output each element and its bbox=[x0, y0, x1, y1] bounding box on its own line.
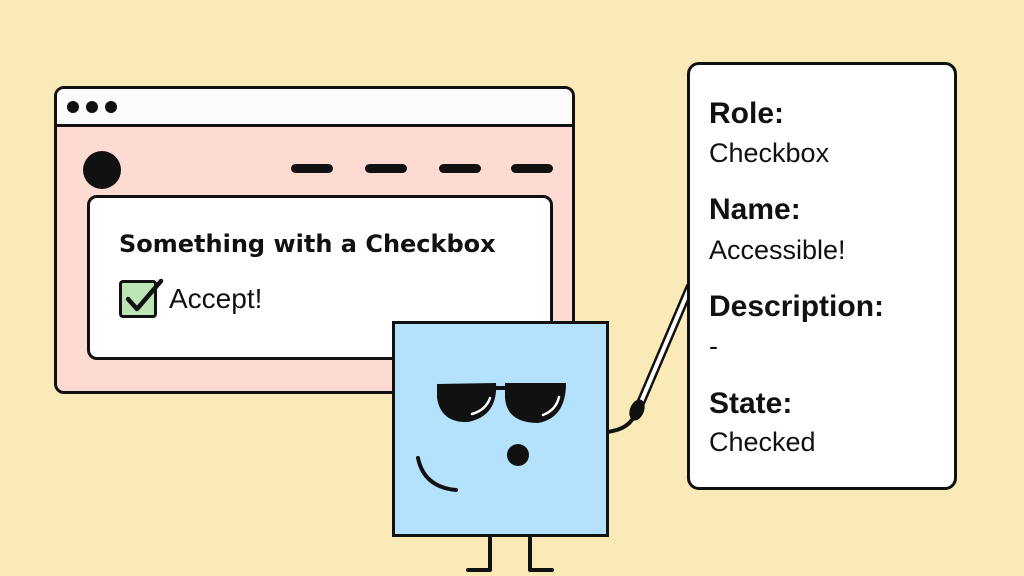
window-control-dot bbox=[86, 100, 98, 113]
accessibility-info-panel: Role: Checkbox Name: Accessible! Descrip… bbox=[687, 62, 957, 490]
nav-placeholder bbox=[439, 164, 481, 173]
avatar bbox=[83, 151, 121, 189]
pointer-stick-icon bbox=[629, 282, 695, 421]
window-control-dot bbox=[105, 100, 117, 113]
name-value: Accessible! bbox=[709, 235, 846, 265]
character-cheek-line bbox=[416, 456, 458, 492]
checkbox-row[interactable]: Accept! bbox=[119, 278, 263, 318]
checkmark-icon bbox=[125, 278, 164, 312]
browser-titlebar bbox=[57, 89, 572, 127]
character-body bbox=[392, 321, 609, 537]
state-label: State: bbox=[709, 387, 793, 420]
sunglasses-icon bbox=[437, 383, 566, 423]
window-control-dot bbox=[67, 100, 79, 113]
nav-placeholder bbox=[511, 164, 553, 173]
description-label: Description: bbox=[709, 290, 885, 323]
nav-placeholder bbox=[365, 164, 407, 173]
name-label: Name: bbox=[709, 193, 801, 226]
browser-window: Something with a Checkbox Accept! bbox=[54, 86, 575, 394]
state-value: Checked bbox=[709, 427, 816, 457]
checkbox-card: Something with a Checkbox Accept! bbox=[87, 195, 553, 360]
checkbox-label: Accept! bbox=[169, 283, 263, 314]
role-label: Role: bbox=[709, 97, 784, 130]
role-value: Checkbox bbox=[709, 138, 830, 168]
nav-placeholder bbox=[291, 164, 333, 173]
checkbox[interactable] bbox=[119, 278, 164, 318]
description-value: - bbox=[709, 331, 718, 361]
character-mouth bbox=[507, 444, 529, 466]
card-title: Something with a Checkbox bbox=[119, 230, 496, 258]
